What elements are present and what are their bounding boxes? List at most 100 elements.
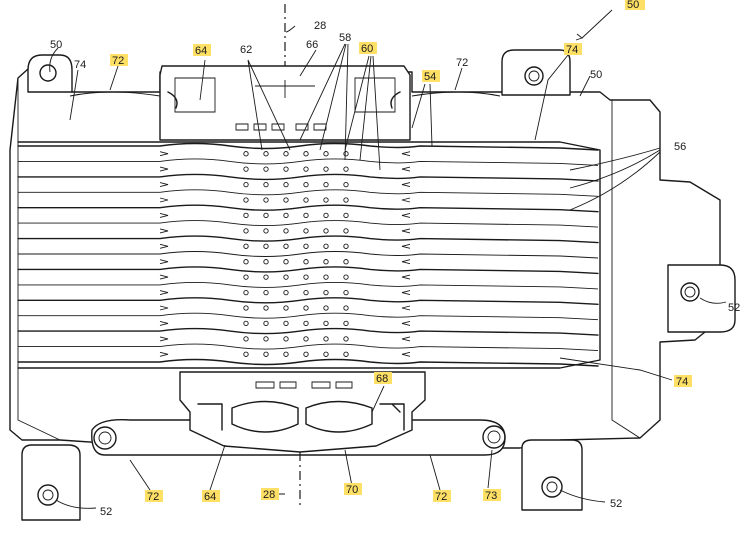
lead-tab xyxy=(401,212,411,218)
contact-dot xyxy=(303,305,309,311)
stack-outline xyxy=(17,141,601,369)
lead-tab xyxy=(159,182,169,188)
contact-dot xyxy=(263,243,269,249)
lead-tab xyxy=(159,305,169,311)
contact-dot xyxy=(323,336,329,342)
contact-dot xyxy=(263,166,269,172)
contact-dot xyxy=(243,197,249,203)
contact-dot xyxy=(343,243,349,249)
contact-dot xyxy=(343,166,349,172)
contact-dot xyxy=(263,305,269,311)
label-52-bottom-right: 52 xyxy=(610,498,622,510)
contact-dot xyxy=(343,259,349,265)
contact-dot xyxy=(303,212,309,219)
contact-dot xyxy=(303,336,309,342)
strap-pin-left-inner xyxy=(98,431,112,445)
label-64-bottom: 64 xyxy=(204,491,216,503)
lead-layer xyxy=(17,266,599,275)
top-bracket-slots xyxy=(235,123,327,131)
label-60: 60 xyxy=(361,43,373,55)
lead-tab xyxy=(401,243,411,249)
contact-dot xyxy=(283,166,289,172)
contact-dot xyxy=(323,320,329,327)
contact-dot xyxy=(343,274,349,280)
contact-dot xyxy=(283,320,289,327)
label-56: 56 xyxy=(674,141,686,153)
base-plate-edge-left xyxy=(17,78,61,441)
label-64-top: 64 xyxy=(195,45,207,57)
lead-layer xyxy=(17,142,599,151)
top-bracket-detail xyxy=(174,77,396,113)
lead-tab xyxy=(159,274,169,280)
contact-dot xyxy=(263,259,269,265)
lead-tab xyxy=(401,336,411,342)
lead-layer xyxy=(18,343,599,352)
contact-dot xyxy=(263,212,269,219)
top-strap-left xyxy=(69,91,161,97)
lead-tab xyxy=(401,351,411,357)
strap-pin-right-inner xyxy=(487,430,501,444)
contact-dot xyxy=(283,243,289,249)
label-58: 58 xyxy=(339,32,351,44)
contact-dot xyxy=(343,228,349,234)
contact-dot xyxy=(323,274,329,280)
contact-dot xyxy=(303,274,309,280)
lead-tab xyxy=(159,166,169,172)
label-62: 62 xyxy=(240,44,252,56)
lead-tab xyxy=(159,151,169,157)
contact-dot xyxy=(343,320,349,327)
contact-dot xyxy=(323,351,329,357)
contact-dot xyxy=(343,212,349,219)
contact-dot xyxy=(283,259,289,265)
contact-dot xyxy=(243,228,249,234)
lead-layer xyxy=(18,158,599,166)
mount-ear-top-right xyxy=(501,49,571,96)
label-50-right: 50 xyxy=(590,69,602,81)
lead-tab xyxy=(159,228,169,234)
label-72-top-left: 72 xyxy=(112,55,124,67)
lead-tab xyxy=(159,351,169,357)
lead-tab xyxy=(159,336,169,342)
contact-dot xyxy=(263,289,269,296)
lead-tab xyxy=(159,259,169,265)
bottom-bracket-cups xyxy=(231,400,373,433)
label-54: 54 xyxy=(424,71,436,83)
lead-layer xyxy=(17,204,599,213)
lead-layer xyxy=(17,327,599,336)
contact-dot xyxy=(263,151,269,157)
contact-dot xyxy=(343,197,349,203)
contact-dot xyxy=(243,166,249,172)
mount-ear-bottom-left xyxy=(21,444,81,521)
top-bracket xyxy=(159,65,411,141)
lead-tab xyxy=(159,320,169,326)
lead-layer xyxy=(17,358,599,367)
contact-dot xyxy=(323,243,329,249)
label-52-right: 52 xyxy=(728,302,740,314)
label-74-top-right: 74 xyxy=(566,44,578,56)
contact-dot xyxy=(243,305,249,311)
contact-dot xyxy=(323,197,329,203)
contact-dot xyxy=(263,181,269,188)
contact-dot xyxy=(283,289,289,296)
lead-tab xyxy=(159,212,169,218)
bottom-bracket xyxy=(179,371,426,453)
lead-layer xyxy=(18,251,599,259)
label-50-left: 50 xyxy=(50,39,62,51)
mount-ear-bottom-right xyxy=(521,439,583,511)
contact-dot xyxy=(283,181,289,188)
label-68: 68 xyxy=(376,373,388,385)
mount-hole-bottom-left xyxy=(37,484,59,506)
contact-dot xyxy=(263,197,269,203)
contact-dot xyxy=(303,228,309,234)
lead-tab xyxy=(401,166,411,172)
lead-tab xyxy=(401,182,411,188)
contact-dot xyxy=(243,351,249,357)
contact-dot xyxy=(283,305,289,311)
label-73: 73 xyxy=(485,490,497,502)
contact-dot xyxy=(283,197,289,203)
contact-dot xyxy=(263,228,269,234)
contact-dot xyxy=(323,212,329,219)
bottom-bracket-clips xyxy=(197,403,405,431)
reference-labels: 50 28 58 60 62 64 66 50 74 72 72 54 74 5… xyxy=(50,0,740,518)
